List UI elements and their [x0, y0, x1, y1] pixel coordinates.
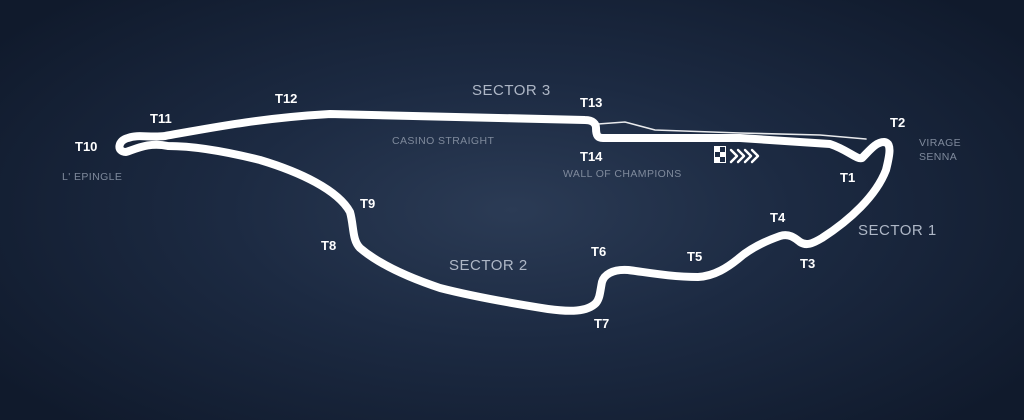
corner-label-casino-straight: CASINO STRAIGHT [392, 135, 494, 147]
turn-label-t11: T11 [150, 111, 172, 126]
sector-label-1: SECTOR 1 [858, 222, 937, 239]
track-outline [115, 110, 894, 315]
turn-label-t1: T1 [840, 170, 855, 185]
corner-label-virage: VIRAGE [919, 137, 961, 149]
turn-label-t2: T2 [890, 115, 905, 130]
checkered-flag-icon [714, 146, 726, 163]
turn-label-t8: T8 [321, 238, 336, 253]
turn-label-t14: T14 [580, 149, 603, 164]
corner-label-l-epingle: L' EPINGLE [62, 171, 122, 183]
corner-label-senna: SENNA [919, 151, 957, 163]
turn-label-t12: T12 [275, 91, 297, 106]
turn-label-t4: T4 [770, 210, 786, 225]
turn-label-t6: T6 [591, 244, 606, 259]
sector-label-3: SECTOR 3 [472, 82, 551, 99]
chevron-arrows-icon [729, 148, 760, 164]
turn-label-t5: T5 [687, 249, 702, 264]
pit-lane [597, 121, 867, 140]
turn-label-t7: T7 [594, 316, 609, 331]
turn-label-t9: T9 [360, 196, 375, 211]
corner-label-wall-of-champions: WALL OF CHAMPIONS [563, 168, 682, 180]
sector-label-2: SECTOR 2 [449, 257, 528, 274]
turn-label-t3: T3 [800, 256, 815, 271]
turn-label-t13: T13 [580, 95, 602, 110]
turn-label-t10: T10 [75, 139, 97, 154]
